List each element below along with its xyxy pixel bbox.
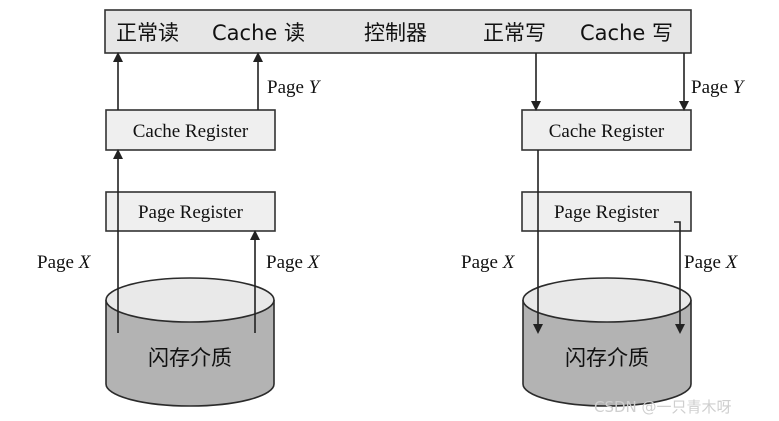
left-page-y-label: Page Y [267,77,322,98]
left-page-x-label-outer: Page X [37,252,92,273]
left-cache-register-box [105,109,276,151]
right-write-path: Cache Register Page Register 闪存介质 Page Y… [461,53,746,407]
right-flash-media-label: 闪存介质 [565,346,649,370]
left-read-path: Cache Register Page Register 闪存介质 Page Y… [37,52,322,407]
cache-write-label: Cache 写 [580,21,673,45]
right-flash-cylinder: 闪存介质 [522,277,692,407]
left-page-register-label: Page Register [138,202,244,223]
normal-read-label: 正常读 [116,21,179,45]
right-page-x-label-outer: Page X [461,252,516,273]
left-cylinder-top [105,277,275,323]
right-program-arrow-right [674,221,685,334]
left-flash-media-label: 闪存介质 [148,346,232,370]
left-page-x-label-inner: Page X [266,252,321,273]
left-flash-cylinder: 闪存介质 [105,277,275,407]
left-page-register-box [105,191,276,232]
normal-write-label: 正常写 [483,21,546,45]
controller-label: 控制器 [364,21,427,45]
controller-box [104,9,692,54]
controller-bar: 正常读 Cache 读 控制器 正常写 Cache 写 [104,9,692,54]
right-cache-register-label: Cache Register [549,121,665,142]
right-page-register-box [521,191,692,232]
right-page-register-label: Page Register [554,202,660,223]
cache-read-label: Cache 读 [212,21,305,45]
right-cylinder-body [522,300,692,407]
right-cache-register-box [521,109,692,151]
left-cache-register-label: Cache Register [133,121,249,142]
watermark-text: CSDN @一只青木呀 [594,398,732,416]
right-page-y-label: Page Y [691,77,746,98]
right-cylinder-top [522,277,692,323]
left-cylinder-body [105,300,275,407]
right-page-x-label-inner: Page X [684,252,739,273]
